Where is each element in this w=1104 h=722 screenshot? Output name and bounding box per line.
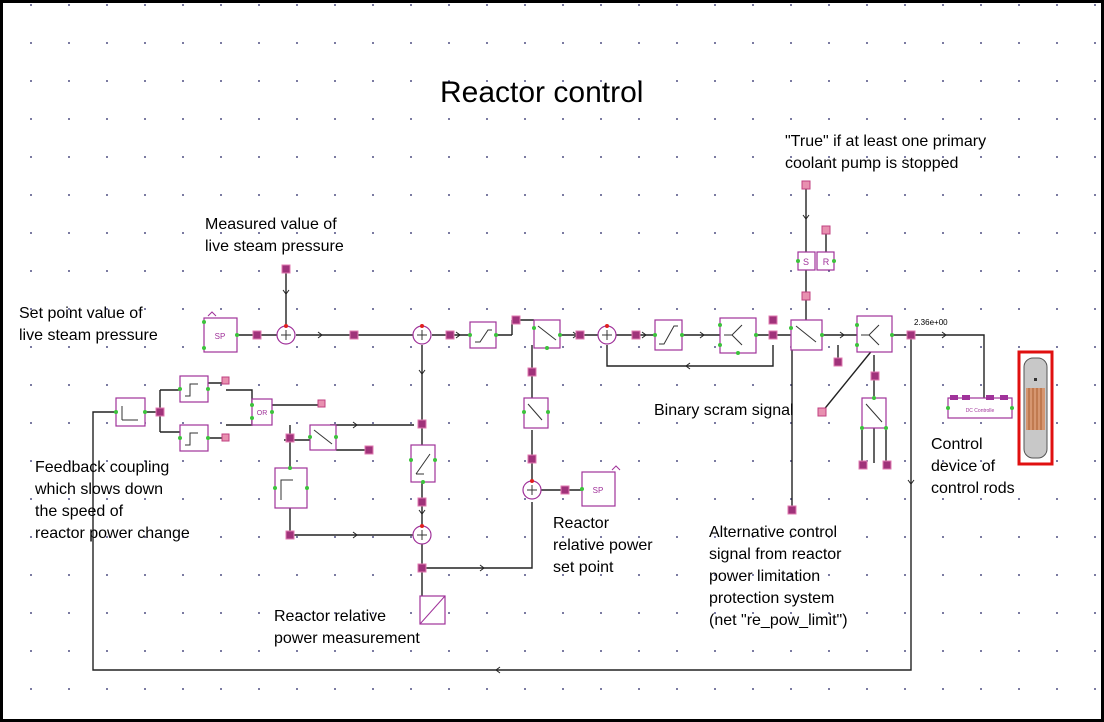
sp-steam-label: SP: [215, 332, 226, 341]
block-power-measurement[interactable]: [419, 595, 446, 625]
block-dc-controller[interactable]: DC Controlle: [947, 395, 1013, 419]
block-rate-limiter[interactable]: [410, 444, 436, 483]
output-value: 2.36e+00: [914, 318, 948, 327]
block-feedback-switch[interactable]: [309, 424, 337, 451]
summer-main[interactable]: [412, 325, 432, 345]
flipflop-r-label: R: [823, 257, 830, 267]
block-comparator-2[interactable]: [179, 424, 209, 452]
label-alternative-signal: Alternative control signal from reactor …: [709, 524, 848, 629]
label-power-measurement: Reactor relative power measurement: [274, 608, 420, 647]
summer-steam[interactable]: [276, 325, 296, 345]
block-setpoint-switch[interactable]: [523, 397, 549, 429]
label-steam-measured: Measured value of live steam pressure: [205, 216, 344, 255]
block-scram-switch[interactable]: [861, 397, 887, 429]
summer-feedback[interactable]: [597, 325, 617, 345]
block-sp-steam[interactable]: SP: [203, 311, 238, 353]
summer-measurement[interactable]: [412, 525, 432, 545]
block-selector-2[interactable]: [856, 315, 893, 353]
block-or-gate[interactable]: OR: [251, 398, 273, 426]
or-gate-label: OR: [257, 410, 268, 417]
sp-power-label: SP: [593, 486, 604, 495]
summer-port-dots: [284, 324, 609, 528]
block-feedback-input[interactable]: [115, 397, 146, 427]
input-terminals: [221, 180, 831, 442]
block-limiter-1[interactable]: [469, 321, 497, 349]
flipflop-s-label: S: [803, 257, 809, 267]
block-sp-power[interactable]: SP: [581, 465, 621, 507]
control-rod-device[interactable]: [1017, 350, 1054, 466]
port-dots: [114, 259, 1014, 491]
label-feedback-coupling: Feedback coupling which slows down the s…: [35, 459, 190, 542]
block-comparator-1[interactable]: [179, 375, 209, 403]
block-switch-2[interactable]: [790, 319, 823, 351]
label-control-device: Control device of control rods: [931, 436, 1015, 497]
label-power-setpoint: Reactor relative power set point: [553, 515, 653, 576]
terminals: [155, 264, 916, 573]
block-switch-1[interactable]: [533, 319, 561, 349]
label-scram-signal: Binary scram signal: [654, 402, 794, 419]
summer-setpoint[interactable]: [522, 480, 542, 500]
dc-controller-label: DC Controlle: [966, 408, 995, 414]
block-feedback-ramp[interactable]: [274, 467, 308, 509]
label-steam-setpoint: Set point value of live steam pressure: [19, 305, 158, 344]
block-flipflop[interactable]: S R: [797, 251, 835, 271]
wire-arrows: [252, 214, 947, 674]
block-ramp-limiter[interactable]: [654, 319, 683, 351]
label-primary-pump: "True" if at least one primary coolant p…: [785, 133, 987, 172]
diagram-title: Reactor control: [440, 76, 644, 109]
block-selector-1[interactable]: [719, 317, 757, 354]
